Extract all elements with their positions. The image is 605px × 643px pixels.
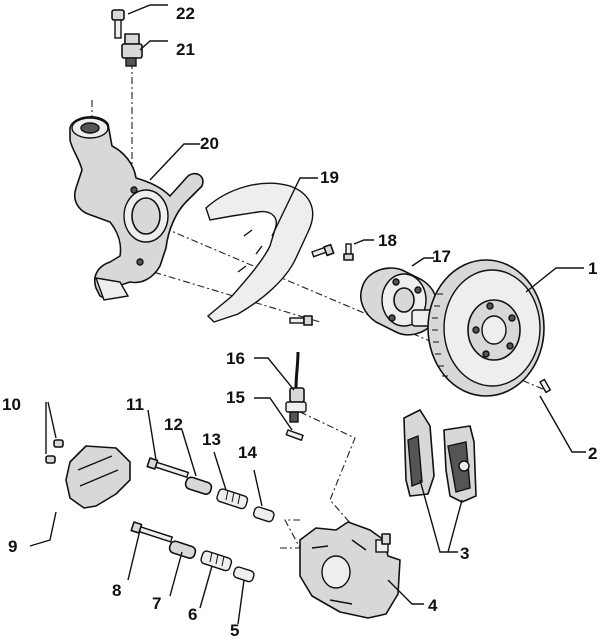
callout-2: 2 xyxy=(588,444,597,463)
wheel-hub-17 xyxy=(360,267,439,336)
brake-hose-16 xyxy=(285,351,307,423)
callout-17: 17 xyxy=(432,247,451,266)
callout-18: 18 xyxy=(378,231,397,250)
brake-caliper-4 xyxy=(299,521,401,619)
speed-sensor-21 xyxy=(121,33,143,67)
sleeve-13 xyxy=(216,488,249,510)
axis-caliper-link xyxy=(299,411,356,526)
callout-7: 7 xyxy=(152,594,161,613)
screw-2 xyxy=(539,378,552,394)
callout-10: 10 xyxy=(2,395,21,414)
cap-14 xyxy=(252,506,275,523)
sleeve-6 xyxy=(200,550,233,572)
callout-5: 5 xyxy=(230,621,239,638)
callout-4: 4 xyxy=(428,596,438,615)
leader-lines xyxy=(29,4,586,625)
callout-20: 20 xyxy=(200,134,219,153)
bolt-22 xyxy=(111,9,125,39)
screws-10 xyxy=(45,439,64,464)
callout-6: 6 xyxy=(188,605,197,624)
callout-22: 22 xyxy=(176,4,195,23)
steering-knuckle-20 xyxy=(69,116,204,301)
bush-7 xyxy=(168,540,197,559)
callout-8: 8 xyxy=(112,581,121,600)
brake-disc-1 xyxy=(427,259,545,397)
callout-12: 12 xyxy=(164,415,183,434)
splash-shield-19 xyxy=(205,182,314,323)
callout-15: 15 xyxy=(226,388,245,407)
callout-14: 14 xyxy=(238,443,257,462)
screws-18 xyxy=(289,243,354,326)
guide-pin-11 xyxy=(146,457,190,479)
callout-1: 1 xyxy=(588,259,597,278)
axis-main xyxy=(149,221,546,391)
callout-labels: 22 21 20 19 18 17 1 2 3 4 5 6 7 8 9 10 1… xyxy=(2,4,597,640)
callout-3: 3 xyxy=(460,544,469,563)
axis-guide-lower xyxy=(280,519,301,549)
callout-11: 11 xyxy=(126,395,144,414)
retaining-clip-15 xyxy=(285,429,304,442)
guide-pin-8 xyxy=(130,521,174,543)
callout-21: 21 xyxy=(176,40,195,59)
callout-13: 13 xyxy=(202,430,221,449)
bush-12 xyxy=(184,476,213,495)
brake-pads-3 xyxy=(403,409,477,503)
axis-lower xyxy=(139,267,321,323)
cover-9 xyxy=(65,445,131,509)
cap-5 xyxy=(232,566,255,583)
callout-19: 19 xyxy=(320,168,339,187)
callout-16: 16 xyxy=(226,349,245,368)
callout-9: 9 xyxy=(8,537,17,556)
